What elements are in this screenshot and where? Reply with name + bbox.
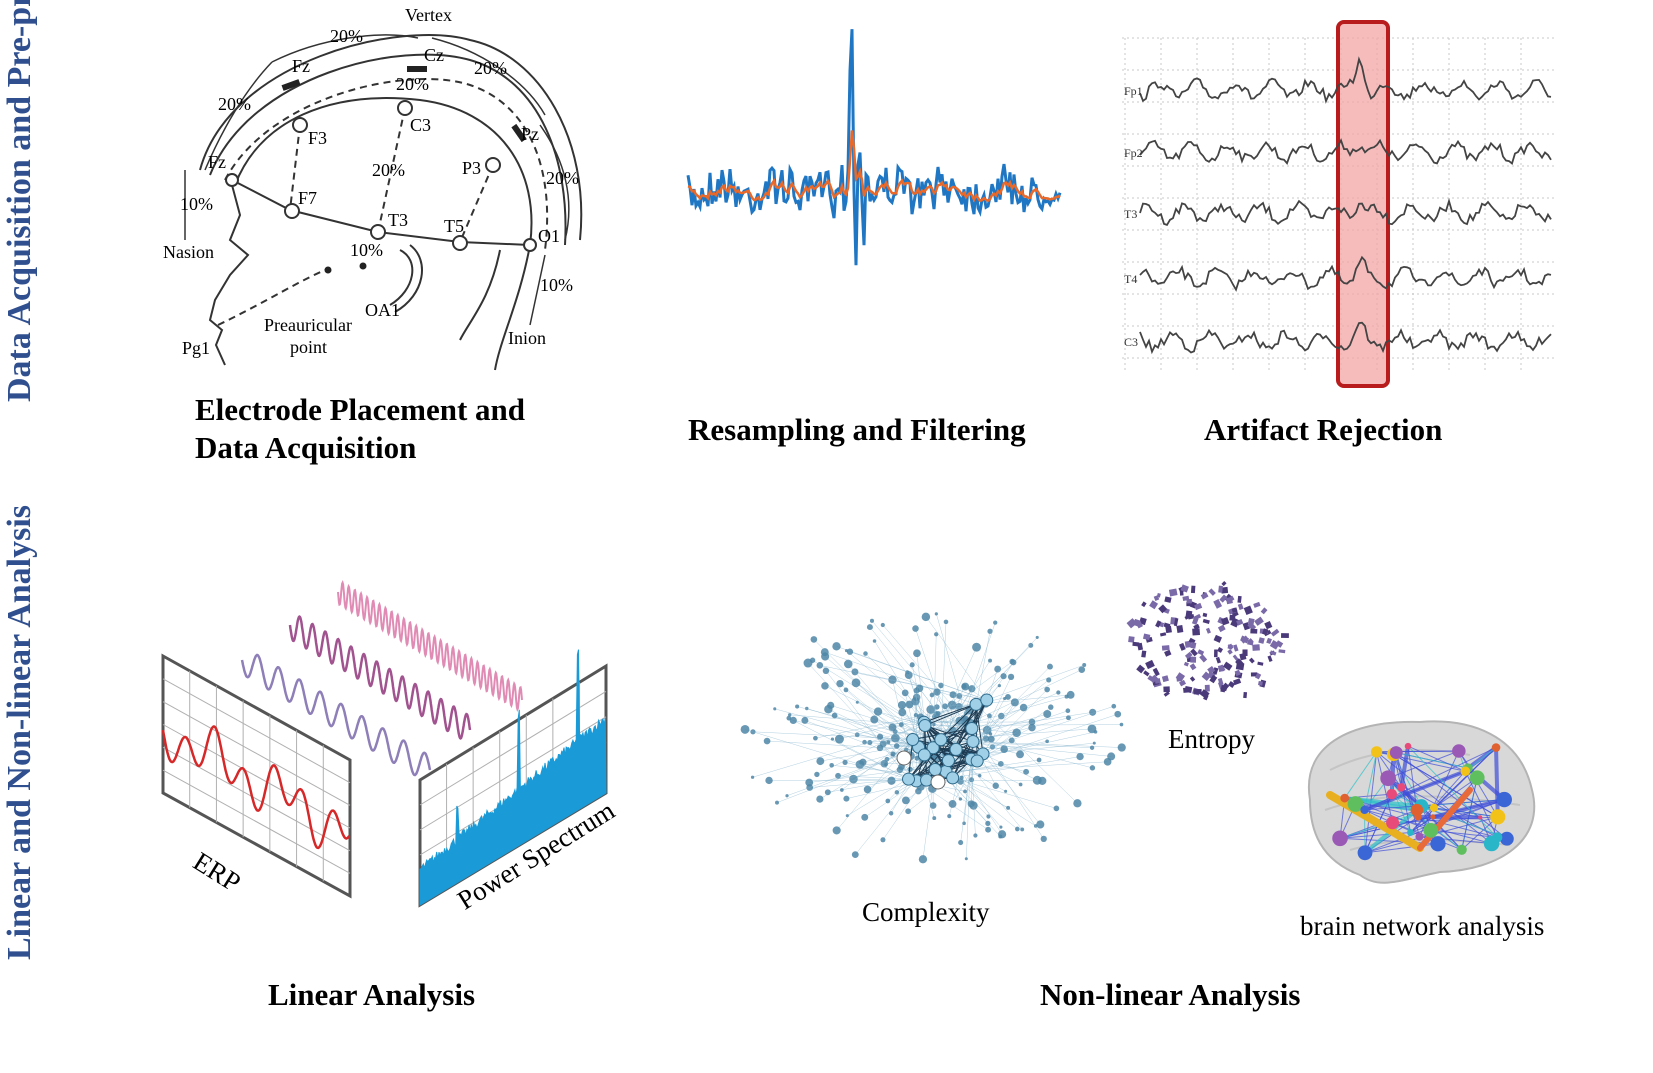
electrode-f3-label: F3: [308, 128, 328, 148]
electrode-oa1-label: OA1: [365, 300, 400, 320]
erp-trace: [161, 725, 351, 850]
pct-label: 20%: [218, 94, 251, 114]
pct-label: 10%: [180, 194, 213, 214]
electrode-t3-label: T3: [388, 210, 408, 230]
sine-wave-mid: [288, 615, 472, 740]
filtered-signal-trace: [687, 130, 1061, 203]
pct-label: 10%: [350, 240, 383, 260]
caption-electrode-placement: Electrode Placement and: [195, 392, 526, 427]
eeg-trace: [1139, 138, 1552, 166]
pct-label: 20%: [396, 74, 429, 94]
pct-label: 20%: [330, 26, 363, 46]
electrode-pz-label: Pz: [521, 124, 539, 144]
electrode-t5-label: T5: [444, 216, 464, 236]
preauricular-point-label: point: [290, 337, 328, 357]
preauricular-label: Preauricular: [264, 315, 352, 335]
pct-label: 20%: [474, 58, 507, 78]
caption-linear-analysis: Linear Analysis: [268, 977, 476, 1012]
caption-data-acquisition: Data Acquisition: [195, 430, 417, 465]
brain-network-render: [1307, 720, 1536, 884]
electrode-c3-label: C3: [410, 115, 432, 135]
eeg-channel-label: T4: [1124, 272, 1137, 286]
inion-label: Inion: [508, 328, 546, 348]
power-spectrum-fill: [419, 649, 607, 906]
electrode-pg1-label: Pg1: [182, 338, 211, 358]
complexity-label: Complexity: [862, 897, 990, 927]
sine-wave-high: [337, 580, 523, 712]
electrode-cz-label: Cz: [424, 45, 444, 65]
eeg-channel-label: Fp1: [1124, 84, 1143, 98]
entropy-scatter: [1126, 580, 1289, 701]
electrode-o1-label: O1: [538, 226, 560, 246]
pct-label: 20%: [372, 160, 405, 180]
caption-artifact-rejection: Artifact Rejection: [1204, 412, 1443, 447]
eeg-channel-label: T3: [1124, 207, 1137, 221]
sine-wave-low: [240, 653, 432, 777]
power-spectrum-panel: [418, 649, 608, 908]
brain-network-label: brain network analysis: [1300, 911, 1545, 941]
erp-panel: [161, 653, 352, 899]
complexity-network: [740, 612, 1126, 864]
vertex-label: Vertex: [405, 5, 452, 25]
eeg-channel-label: C3: [1124, 335, 1138, 349]
eeg-trace: [1139, 56, 1552, 104]
caption-nonlinear-analysis: Non-linear Analysis: [1040, 977, 1301, 1012]
pct-label: 10%: [540, 275, 573, 295]
electrode-fz-label: Fz: [292, 56, 310, 76]
electrode-fpz-label: Fz: [208, 152, 226, 172]
eeg-channel-label: Fp2: [1124, 146, 1143, 160]
pct-label: 20%: [546, 168, 579, 188]
eeg-trace: [1139, 197, 1552, 226]
raw-signal-trace: [686, 29, 1062, 266]
entropy-label: Entropy: [1168, 724, 1255, 754]
caption-resampling: Resampling and Filtering: [688, 412, 1026, 447]
eeg-trace: [1139, 255, 1552, 292]
electrode-f7-label: F7: [298, 188, 318, 208]
eeg-trace: [1139, 321, 1552, 355]
electrode-p3-label: P3: [462, 158, 482, 178]
nasion-label: Nasion: [163, 242, 214, 262]
